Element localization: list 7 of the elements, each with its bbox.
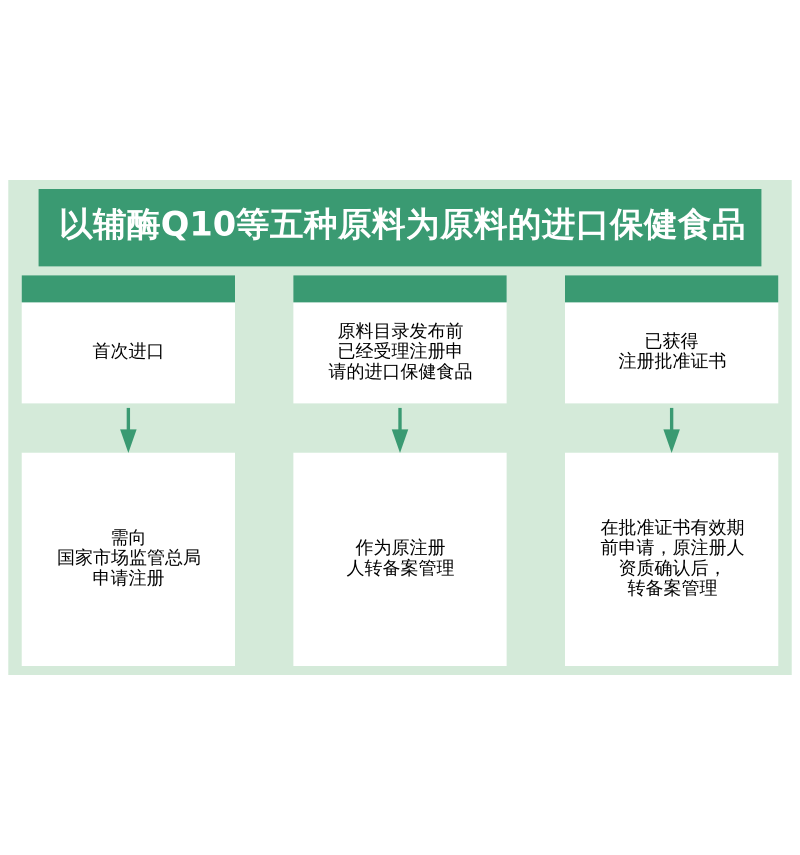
node-box: 作为原注册人转备案管理: [293, 452, 507, 666]
arrow: [392, 408, 408, 454]
node-box: 在批准证书有效期前申请，原注册人资质确认后，转备案管理: [565, 452, 778, 666]
arrow: [663, 408, 680, 454]
arrow: [120, 408, 137, 454]
node-box: 需向国家市场监管总局申请注册: [22, 452, 235, 666]
diagram-title: 以辅酶Q10等五种原料为原料的进口保健食品: [58, 204, 746, 244]
